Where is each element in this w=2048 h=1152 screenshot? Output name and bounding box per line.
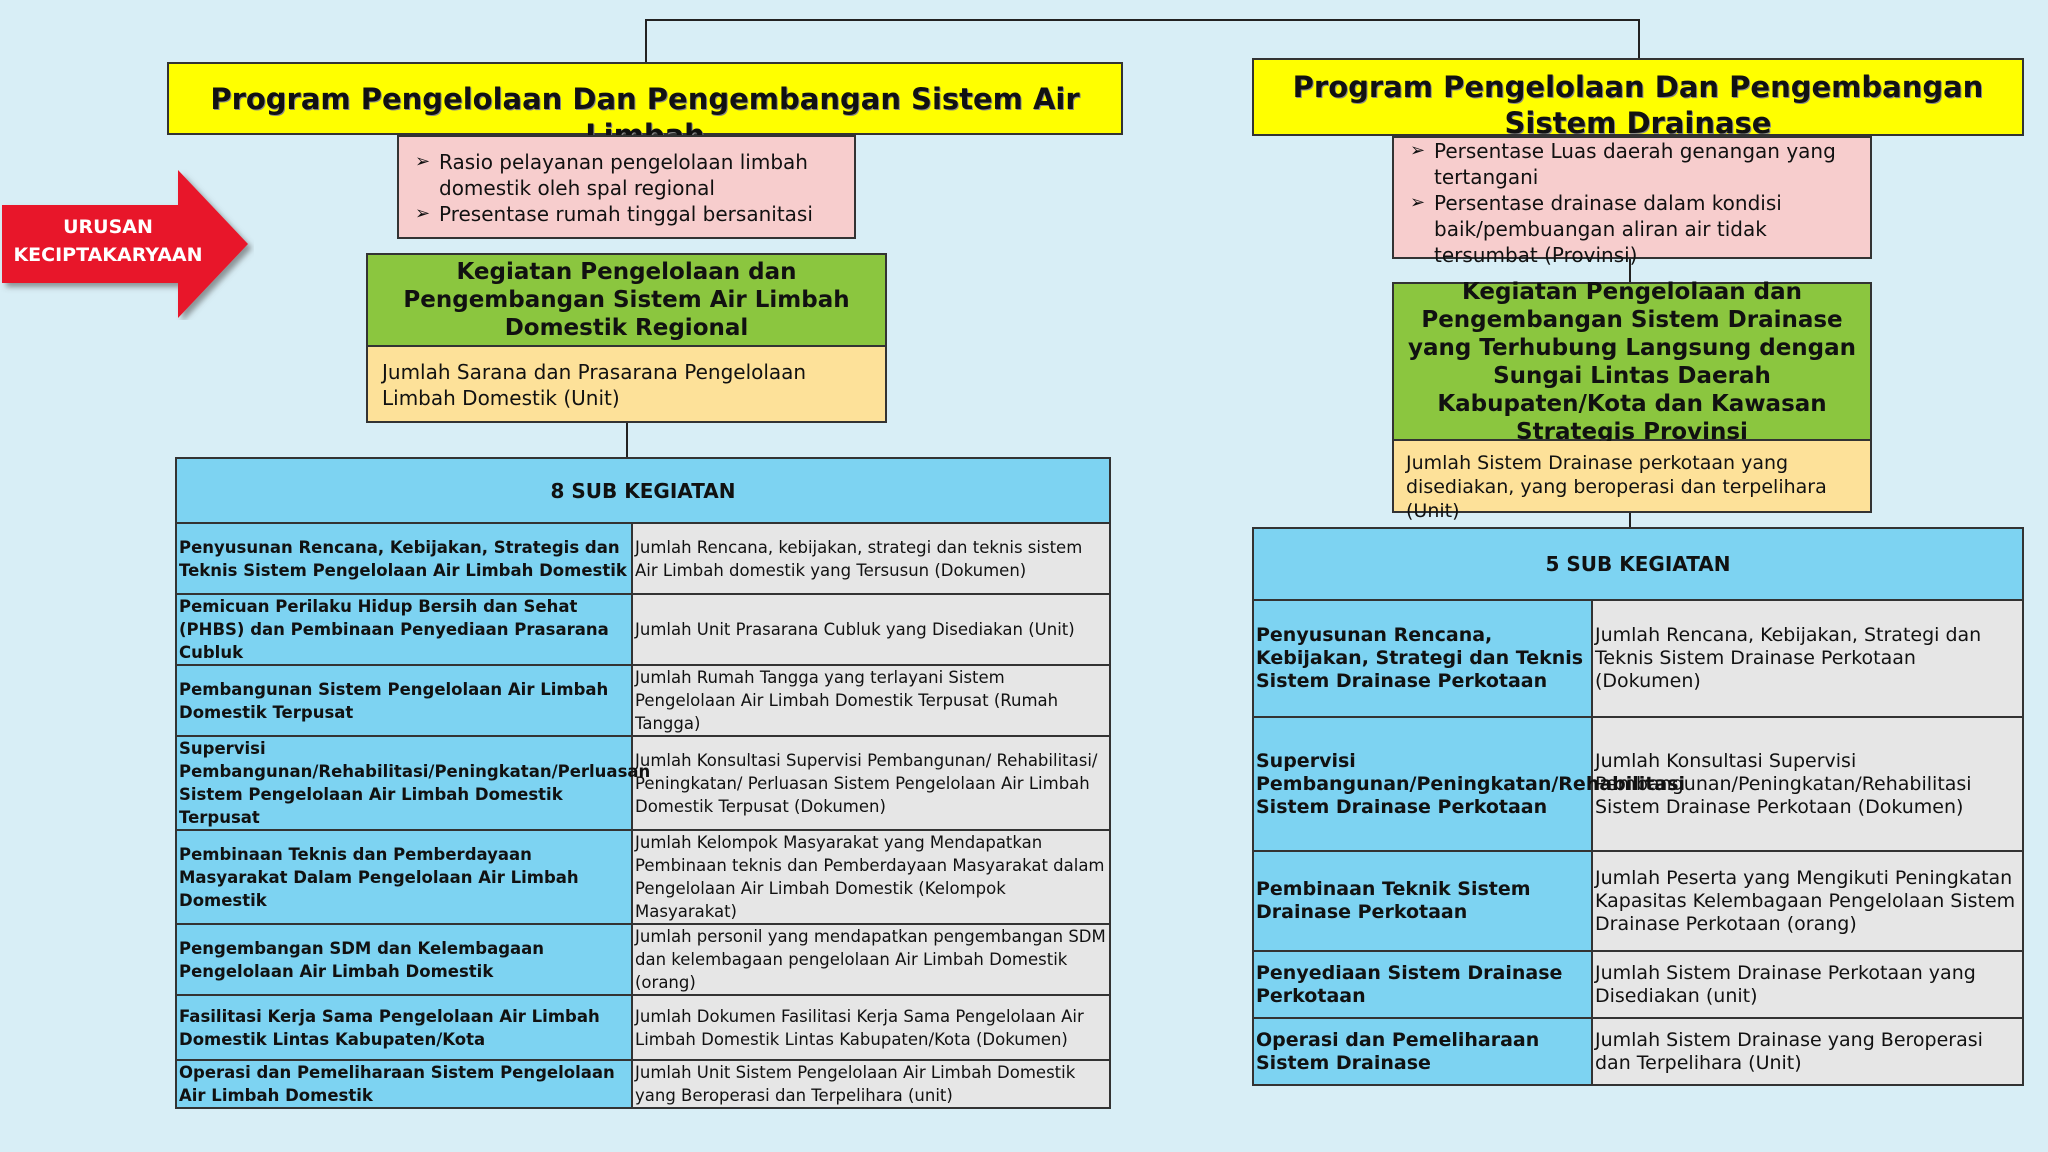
left-indicator-box: ➢ Rasio pelayanan pengelolaan limbah dome… [397,135,856,239]
left-activity-title: Kegiatan Pengelolaan dan Pengembangan Si… [366,253,887,347]
sub-activity-name: Pengembangan SDM dan Kelembagaan Pengelo… [175,923,633,996]
connector-right-indicator-to-activity [1629,258,1631,282]
sub-activity-indicator: Jumlah personil yang mendapatkan pengemb… [630,923,1112,996]
sub-activity-indicator: Jumlah Rencana, kebijakan, strategi dan … [630,522,1112,595]
table-row: Supervisi Pembangunan/Rehabilitasi/Penin… [175,735,1112,831]
right-indicator-text: Persentase Luas daerah genangan yang ter… [1434,139,1836,189]
sub-activity-name: Supervisi Pembangunan/Peningkatan/Rehabi… [1252,716,1685,852]
sub-activity-indicator: Jumlah Konsultasi Supervisi Pembangunan/… [630,735,1112,831]
sub-activity-name: Penyusunan Rencana, Kebijakan, Strategis… [175,522,633,595]
right-indicator-text: Persentase drainase dalam kondisi baik/p… [1434,191,1782,267]
left-program-title: Program Pengelolaan Dan Pengembangan Sis… [167,62,1123,152]
left-indicator-text: Presentase rumah tinggal bersanitasi [439,202,813,226]
sub-activity-name: Penyediaan Sistem Drainase Perkotaan [1252,950,1593,1019]
sub-activity-name: Fasilitasi Kerja Sama Pengelolaan Air Li… [175,994,633,1061]
sub-activity-name: Pemicuan Perilaku Hidup Bersih dan Sehat… [175,593,633,666]
table-row: Pembinaan Teknis dan Pemberdayaan Masyar… [175,829,1112,925]
sub-activity-indicator: Jumlah Dokumen Fasilitasi Kerja Sama Pen… [630,994,1112,1061]
arrow-bullet-icon: ➢ [1410,140,1426,161]
sub-activity-indicator: Jumlah Unit Prasarana Cubluk yang Disedi… [630,593,1112,666]
sub-activity-name: Operasi dan Pemeliharaan Sistem Drainase [1252,1017,1593,1086]
left-sub-header: 8 SUB KEGIATAN [174,457,1112,524]
sub-activity-name: Pembinaan Teknis dan Pemberdayaan Masyar… [175,829,633,925]
connector-top-left-drop [645,19,647,63]
left-indicator-item: ➢ Rasio pelayanan pengelolaan limbah dome… [411,149,844,201]
sub-activity-indicator: Jumlah Rumah Tangga yang terlayani Siste… [630,664,1112,737]
sub-activity-indicator: Jumlah Unit Sistem Pengelolaan Air Limba… [630,1059,1112,1109]
arrow-bullet-icon: ➢ [415,203,431,224]
connector-top-horizontal [645,19,1640,21]
table-row: Pembangunan Sistem Pengelolaan Air Limba… [175,664,1112,737]
sub-activity-name: Penyusunan Rencana, Kebijakan, Strategi … [1252,599,1593,718]
sub-activity-indicator: Jumlah Sistem Drainase yang Beroperasi d… [1590,1017,2025,1086]
sub-activity-indicator: Jumlah Konsultasi Supervisi Pembangunan/… [1590,716,2025,852]
right-sub-activity-table: 5 SUB KEGIATAN Penyusunan Rencana, Kebij… [1251,527,2025,1086]
arrow-bullet-icon: ➢ [1410,192,1426,213]
table-row: Operasi dan Pemeliharaan Sistem Pengelol… [175,1059,1112,1109]
table-row: Pemicuan Perilaku Hidup Bersih dan Sehat… [175,593,1112,666]
right-sub-header: 5 SUB KEGIATAN [1251,527,2025,601]
left-activity-indicator: Jumlah Sarana dan Prasarana Pengelolaan … [366,347,887,423]
left-indicator-item: ➢ Presentase rumah tinggal bersanitasi [411,201,844,227]
right-program-title: Program Pengelolaan Dan Pengembangan Sis… [1252,58,2024,136]
table-row: Penyusunan Rencana, Kebijakan, Strategis… [175,522,1112,595]
left-indicator-text: Rasio pelayanan pengelolaan limbah domes… [439,150,808,200]
sub-activity-indicator: Jumlah Rencana, Kebijakan, Strategi dan … [1590,599,2025,718]
table-row: Operasi dan Pemeliharaan Sistem Drainase… [1252,1017,2025,1086]
right-indicator-item: ➢ Persentase Luas daerah genangan yang te… [1406,138,1860,190]
urusan-arrow: URUSAN KECIPTAKARYAAN [0,168,254,320]
right-activity-indicator: Jumlah Sistem Drainase perkotaan yang di… [1392,441,1872,522]
right-activity-title: Kegiatan Pengelolaan dan Pengembangan Si… [1392,279,1872,445]
left-sub-activity-table: 8 SUB KEGIATAN Penyusunan Rencana, Kebij… [174,457,1112,1109]
table-row: Pembinaan Teknik Sistem Drainase Perkota… [1252,850,2025,952]
right-indicator-box: ➢ Persentase Luas daerah genangan yang te… [1392,136,1872,267]
table-row: Penyusunan Rencana, Kebijakan, Strategi … [1252,599,2025,718]
table-row: Pengembangan SDM dan Kelembagaan Pengelo… [175,923,1112,996]
sub-activity-name: Pembinaan Teknik Sistem Drainase Perkota… [1252,850,1593,952]
arrow-shape-icon [2,170,248,318]
arrow-bullet-icon: ➢ [415,151,431,172]
sub-activity-indicator: Jumlah Peserta yang Mengikuti Peningkata… [1590,850,2025,952]
table-row: Supervisi Pembangunan/Peningkatan/Rehabi… [1252,716,2025,852]
connector-right-activity-to-table [1629,512,1631,528]
connector-left-activity-to-table [626,422,628,458]
connector-top-right-drop [1638,19,1640,59]
table-row: Fasilitasi Kerja Sama Pengelolaan Air Li… [175,994,1112,1061]
urusan-arrow-label: URUSAN KECIPTAKARYAAN [13,216,203,266]
sub-activity-name: Pembangunan Sistem Pengelolaan Air Limba… [175,664,633,737]
sub-activity-name: Operasi dan Pemeliharaan Sistem Pengelol… [175,1059,633,1109]
right-indicator-item: ➢ Persentase drainase dalam kondisi baik/… [1406,190,1860,268]
sub-activity-indicator: Jumlah Sistem Drainase Perkotaan yang Di… [1590,950,2025,1019]
sub-activity-indicator: Jumlah Kelompok Masyarakat yang Mendapat… [630,829,1112,925]
sub-activity-name: Supervisi Pembangunan/Rehabilitasi/Penin… [175,735,650,831]
